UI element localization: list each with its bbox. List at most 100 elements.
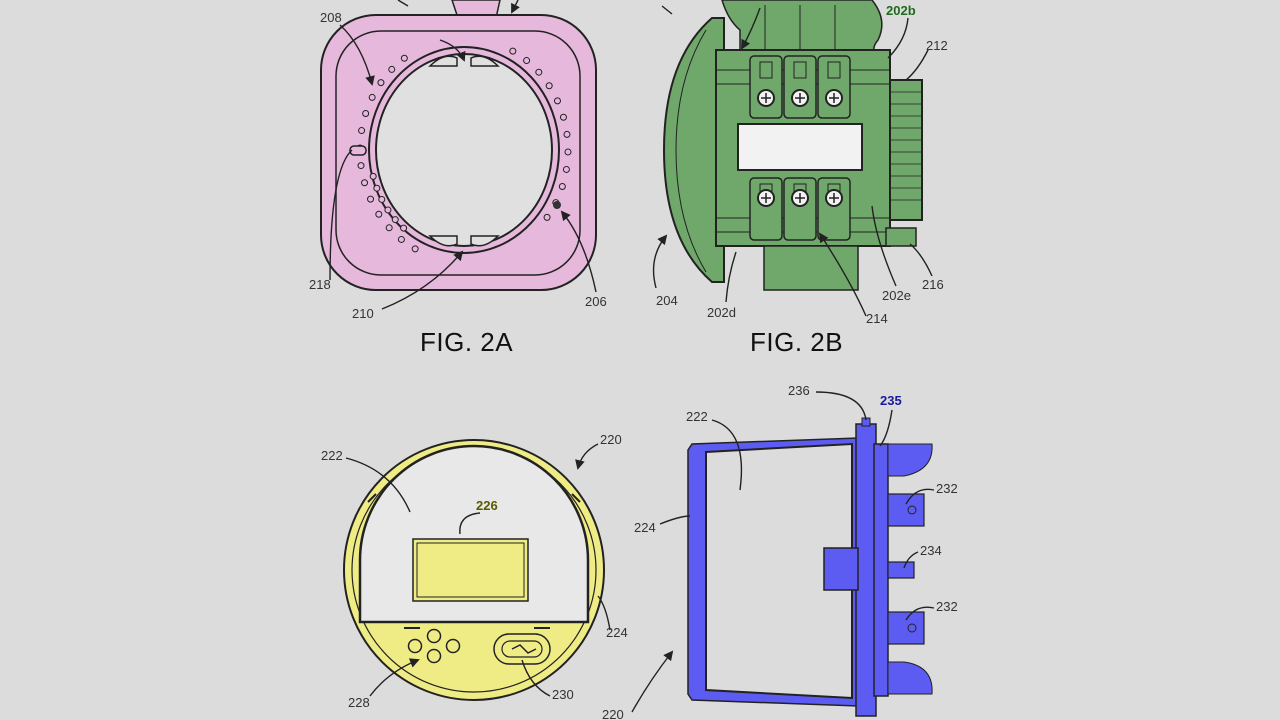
terminal-block-bottom — [749, 177, 783, 241]
vent-hole — [545, 82, 553, 90]
terminal-block-top — [783, 55, 817, 119]
fig2b-lower-body — [763, 245, 859, 291]
fig2b-label-202e: 202e — [882, 288, 911, 303]
fig2b-leader-212 — [905, 49, 929, 81]
fig2c-leader-222 — [345, 457, 411, 513]
fig2d-blade-middle — [887, 561, 915, 579]
fig2d-label-232b: 232 — [936, 599, 958, 614]
fig2d-leader-232b — [905, 606, 935, 621]
vent-hole — [357, 162, 365, 170]
fig-2c: 222 226 220 224 228 230 — [321, 432, 628, 710]
fig2c-label-224: 224 — [606, 625, 628, 640]
terminal-block-top — [749, 55, 783, 119]
vent-hole — [385, 224, 393, 232]
vent-hole — [358, 127, 366, 135]
vent-hole — [411, 245, 419, 253]
fig2b-label-202d: 202d — [707, 305, 736, 320]
fig2d-leader-232a — [905, 488, 935, 505]
fig2a-leader-206 — [560, 210, 597, 293]
fig2a-label-206: 206 — [585, 294, 607, 309]
vent-hole — [362, 110, 370, 118]
fig2b-leader-cut — [661, 5, 673, 15]
vent-hole — [391, 216, 399, 224]
vent-hole — [562, 165, 570, 173]
fig2c-label-226: 226 — [476, 498, 498, 513]
fig2d-blade-upper — [887, 493, 925, 527]
fig-2a: 208 218 210 206 FIG. 2A — [309, 0, 607, 357]
fig2b-front-cover — [662, 17, 725, 283]
vent-hole — [361, 179, 369, 187]
vent-hole — [543, 213, 551, 221]
fig2c-label-222: 222 — [321, 448, 343, 463]
fig2c-label-230: 230 — [552, 687, 574, 702]
fig2d-flange — [855, 423, 877, 717]
vent-hole — [558, 182, 566, 190]
fig2c-leader-230 — [521, 659, 551, 697]
fig2d-leader-224 — [659, 515, 691, 525]
fig2b-window — [737, 123, 863, 171]
fig2b-label-212: 212 — [926, 38, 948, 53]
fig2d-label-234: 234 — [920, 543, 942, 558]
fig2d-leader-234 — [903, 551, 919, 569]
fig2b-leader-216 — [909, 243, 933, 277]
vent-hole — [388, 65, 396, 73]
terminal-block-top — [817, 55, 851, 119]
vent-hole — [400, 224, 408, 232]
fig-2b: 202b 212 204 202d 214 202e 216 FIG. 2B — [652, 0, 948, 357]
fig2a-inner-bevel — [335, 30, 581, 276]
vent-hole — [553, 97, 561, 105]
fig2d-base — [873, 443, 889, 697]
fig2d-label-236: 236 — [788, 383, 810, 398]
fig2b-terminal-blocks — [749, 55, 851, 241]
fig2d-rear-upper — [887, 443, 933, 477]
fig2b-leader-202d — [725, 251, 737, 303]
vent-hole — [368, 93, 376, 101]
fig2a-label-208: 208 — [320, 10, 342, 25]
vent-hole — [373, 184, 381, 192]
fig2a-label-210: 210 — [352, 306, 374, 321]
fig-2d: 236 235 222 232 224 234 232 220 — [602, 383, 958, 720]
fig2c-label-220: 220 — [600, 432, 622, 447]
fig2b-label-202b: 202b — [886, 3, 916, 18]
fig2d-label-235: 235 — [880, 393, 902, 408]
vent-hole — [375, 210, 383, 218]
fig2a-bottom-clips — [428, 235, 500, 247]
fig2d-label-222: 222 — [686, 409, 708, 424]
fig2c-display — [412, 538, 529, 602]
fig2b-caption: FIG. 2B — [750, 327, 843, 357]
fig2a-slot — [349, 145, 367, 156]
fig2b-label-204: 204 — [656, 293, 678, 308]
vent-hole — [384, 206, 392, 214]
fig2c-leader-224 — [597, 595, 611, 631]
fig2a-leader-218 — [329, 149, 353, 281]
fig2a-label-218: 218 — [309, 277, 331, 292]
fig2c-label-228: 228 — [348, 695, 370, 710]
fig2d-leader-222 — [711, 419, 743, 491]
vent-hole — [563, 130, 571, 138]
fig2a-leader-top — [439, 39, 466, 62]
fig2b-rear-connector — [889, 79, 923, 221]
fig2c-buttons — [407, 628, 461, 664]
fig2b-label-214: 214 — [866, 311, 888, 326]
fig2c-leader-228 — [369, 658, 420, 697]
fig2d-label-232a: 232 — [936, 481, 958, 496]
vent-hole — [509, 47, 517, 55]
fig2d-label-220: 220 — [602, 707, 624, 720]
fig2b-leader-202e — [871, 205, 897, 287]
vent-hole — [535, 68, 543, 76]
vent-hole — [369, 172, 377, 180]
fig2d-boss — [823, 547, 859, 591]
fig2b-leader-cut2 — [741, 7, 761, 50]
fig2d-cover-interior — [705, 442, 853, 700]
vent-hole — [367, 195, 375, 203]
vent-hole — [397, 235, 405, 243]
fig2d-leader-235 — [879, 409, 893, 447]
fig2b-leader-204 — [652, 234, 668, 289]
fig2d-blade-lower — [887, 611, 925, 645]
fig2a-caption: FIG. 2A — [420, 327, 513, 357]
terminal-block-bottom — [783, 177, 817, 241]
fig2c-leader-220 — [575, 443, 599, 470]
fig2d-label-224: 224 — [634, 520, 656, 535]
fig2a-opening — [375, 53, 553, 247]
